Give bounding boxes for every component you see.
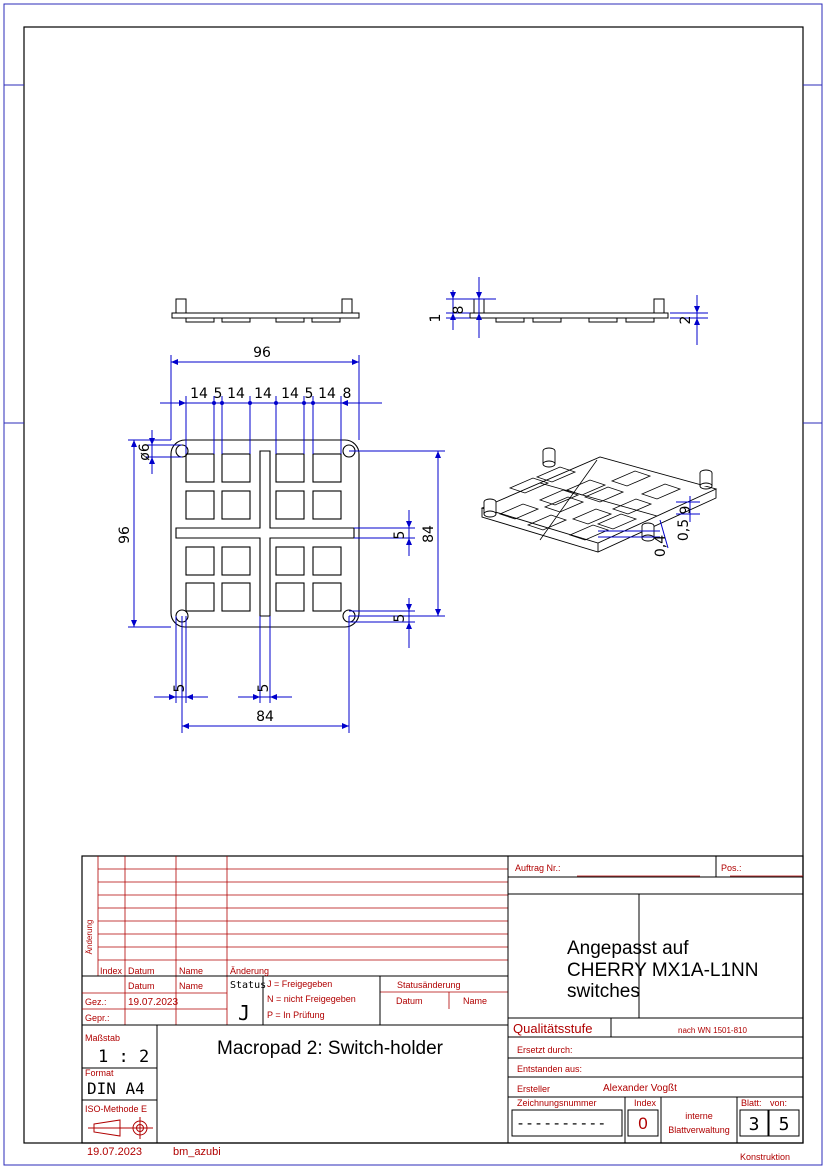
rev-name-header: Name <box>179 966 203 976</box>
footer-date: 19.07.2023 <box>87 1146 142 1158</box>
rev-datum-header: Datum <box>128 966 155 976</box>
dim-bottom-gap: 5 <box>392 614 408 623</box>
von-label: von: <box>770 1098 787 1108</box>
norm-reference: nach WN 1501-810 <box>678 1026 747 1035</box>
dim-chain-1: 14 <box>190 386 208 402</box>
interne-line-2: Blattverwaltung <box>668 1125 730 1135</box>
dim-overall-width: 96 <box>253 345 271 361</box>
index-value: 0 <box>638 1114 647 1133</box>
dim-chain-7: 14 <box>318 386 336 402</box>
dim-left-gap: 5 <box>172 684 188 693</box>
dim-inner-width: 84 <box>256 709 274 725</box>
pos-label: Pos.: <box>721 863 742 873</box>
name-label: Name <box>179 981 203 991</box>
dim-8: 8 <box>451 306 467 315</box>
status-value: J <box>238 1001 250 1025</box>
dim-center-gap: 5 <box>392 531 408 540</box>
description-line-2: CHERRY MX1A-L1NN <box>567 960 758 981</box>
description-line-1: Angepasst auf <box>567 938 689 959</box>
massstab-label: Maßstab <box>85 1033 120 1043</box>
outer-trim-border <box>3 3 823 1166</box>
ersteller-value: Alexander Vogßt <box>603 1083 677 1094</box>
dim-chain-5: 14 <box>281 386 299 402</box>
dim-chain-2: 5 <box>214 386 223 402</box>
dim-iso-04: 0,4 <box>653 535 669 557</box>
blatt-label: Blatt: <box>741 1098 762 1108</box>
dim-inner-height: 84 <box>421 525 437 543</box>
massstab-value: 1 : 2 <box>98 1047 149 1067</box>
status-legend-1: J = Freigegeben <box>267 979 332 989</box>
ersetzt-durch-label: Ersetzt durch: <box>517 1045 573 1055</box>
zeichnungsnummer-label: Zeichnungsnummer <box>517 1098 597 1108</box>
isometric-view: 9 0,5 0,4 <box>480 447 718 557</box>
center-marks <box>4 84 822 424</box>
statusaenderung-label: Statusänderung <box>397 980 461 990</box>
iso-method-label: ISO-Methode E <box>85 1104 147 1114</box>
dim-1: 1 <box>428 314 444 323</box>
dim-chain-6: 5 <box>305 386 314 402</box>
side-elevation-view: 8 1 2 <box>428 277 708 345</box>
plan-view: 96 14 5 14 14 14 5 14 8 96 ø6 84 5 5 5 5… <box>117 345 445 733</box>
drawing-title: Macropad 2: Switch-holder <box>217 1038 444 1059</box>
interne-line-1: interne <box>685 1111 713 1121</box>
dim-chain-4: 14 <box>254 386 272 402</box>
description-line-3: switches <box>567 981 640 1002</box>
format-value: DIN A4 <box>87 1079 145 1098</box>
sa-datum-label: Datum <box>396 996 423 1006</box>
zeichnungsnummer-value: ---------- <box>516 1114 606 1132</box>
datum-label: Datum <box>128 981 155 991</box>
status-legend-3: P = In Prüfung <box>267 1010 325 1020</box>
ersteller-label: Ersteller <box>517 1084 550 1094</box>
rev-aenderung-header: Änderung <box>230 966 269 976</box>
dim-chain-8: 8 <box>343 386 352 402</box>
gez-date: 19.07.2023 <box>128 997 178 1008</box>
sa-name-label: Name <box>463 996 487 1006</box>
title-block: Änderung Index Datum Name Änderung Datum… <box>81 855 804 1144</box>
dim-hole-diameter: ø6 <box>137 443 153 461</box>
dim-iso-9: 9 <box>678 506 694 515</box>
qualitaetsstufe-label: Qualitätsstufe <box>513 1021 593 1036</box>
rev-index-header: Index <box>100 966 123 976</box>
entstanden-aus-label: Entstanden aus: <box>517 1064 582 1074</box>
index-label: Index <box>634 1098 657 1108</box>
footer-user: bm_azubi <box>173 1146 221 1158</box>
status-legend-2: N = nicht Freigegeben <box>267 994 356 1004</box>
dim-chain-3: 14 <box>227 386 245 402</box>
front-elevation-view <box>171 298 360 323</box>
status-label: Status <box>230 980 266 991</box>
gepr-label: Gepr.: <box>85 1013 110 1023</box>
rev-aenderung-vertical: Änderung <box>85 920 94 955</box>
dim-overall-height: 96 <box>117 526 133 544</box>
footer-department: Konstruktion <box>740 1152 790 1162</box>
projection-symbol-icon <box>88 1117 153 1139</box>
gez-label: Gez.: <box>85 997 107 1007</box>
format-label: Format <box>85 1068 114 1078</box>
dim-center-slot: 5 <box>256 684 272 693</box>
blatt-value: 3 <box>749 1114 760 1135</box>
dim-iso-05: 0,5 <box>676 519 692 541</box>
von-value: 5 <box>779 1114 790 1135</box>
auftrag-label: Auftrag Nr.: <box>515 863 561 873</box>
dim-2: 2 <box>678 316 694 325</box>
